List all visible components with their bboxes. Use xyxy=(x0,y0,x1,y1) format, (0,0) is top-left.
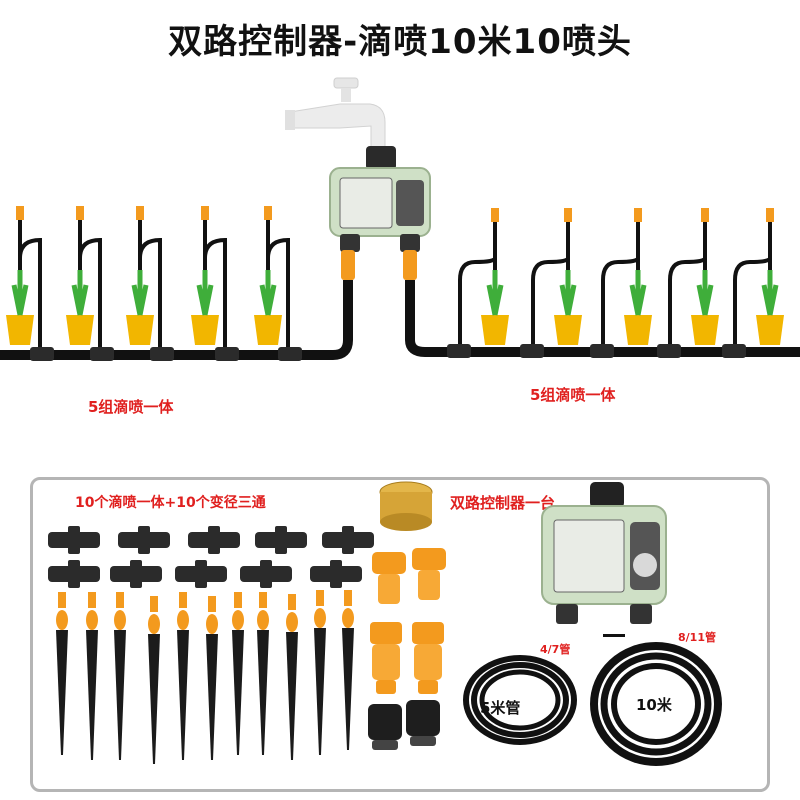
connector-left-icon xyxy=(341,250,355,280)
dual-controller-icon xyxy=(329,146,431,252)
end-cap-icons xyxy=(368,700,440,750)
right-sprinkler-group xyxy=(447,208,784,358)
kit-sprinklers-label: 10个滴喷一体+10个变径三通 xyxy=(75,495,266,511)
coil-small-label: 5米管 xyxy=(480,699,521,717)
left-sprinkler-group xyxy=(6,206,302,361)
tube-left xyxy=(0,280,353,360)
divider-dash xyxy=(603,634,625,637)
tube-coil-small-icon xyxy=(463,655,577,745)
connector-right-icon xyxy=(403,250,417,280)
tee-connector-icons xyxy=(48,526,374,588)
right-group-label: 5组滴喷一体 xyxy=(530,386,616,404)
kit-contents-box xyxy=(30,477,770,792)
page-title: 双路控制器-滴喷10米10喷头 xyxy=(168,22,632,62)
tube-right xyxy=(405,280,800,357)
left-group-label: 5组滴喷一体 xyxy=(88,398,174,416)
quick-connector-icons xyxy=(370,548,446,694)
tube-small-label: 4/7管 xyxy=(540,643,571,656)
kit-controller-label: 双路控制器一台 xyxy=(450,494,556,512)
tube-large-label: 8/11管 xyxy=(678,631,716,644)
tube-coil-large-icon xyxy=(590,642,722,766)
kit-controller-icon xyxy=(541,482,667,624)
faucet-icon xyxy=(285,77,386,149)
stake-sprinkler-icons xyxy=(56,590,354,764)
brass-adapter-icon xyxy=(379,481,433,531)
coil-large-label: 10米 xyxy=(636,696,672,714)
